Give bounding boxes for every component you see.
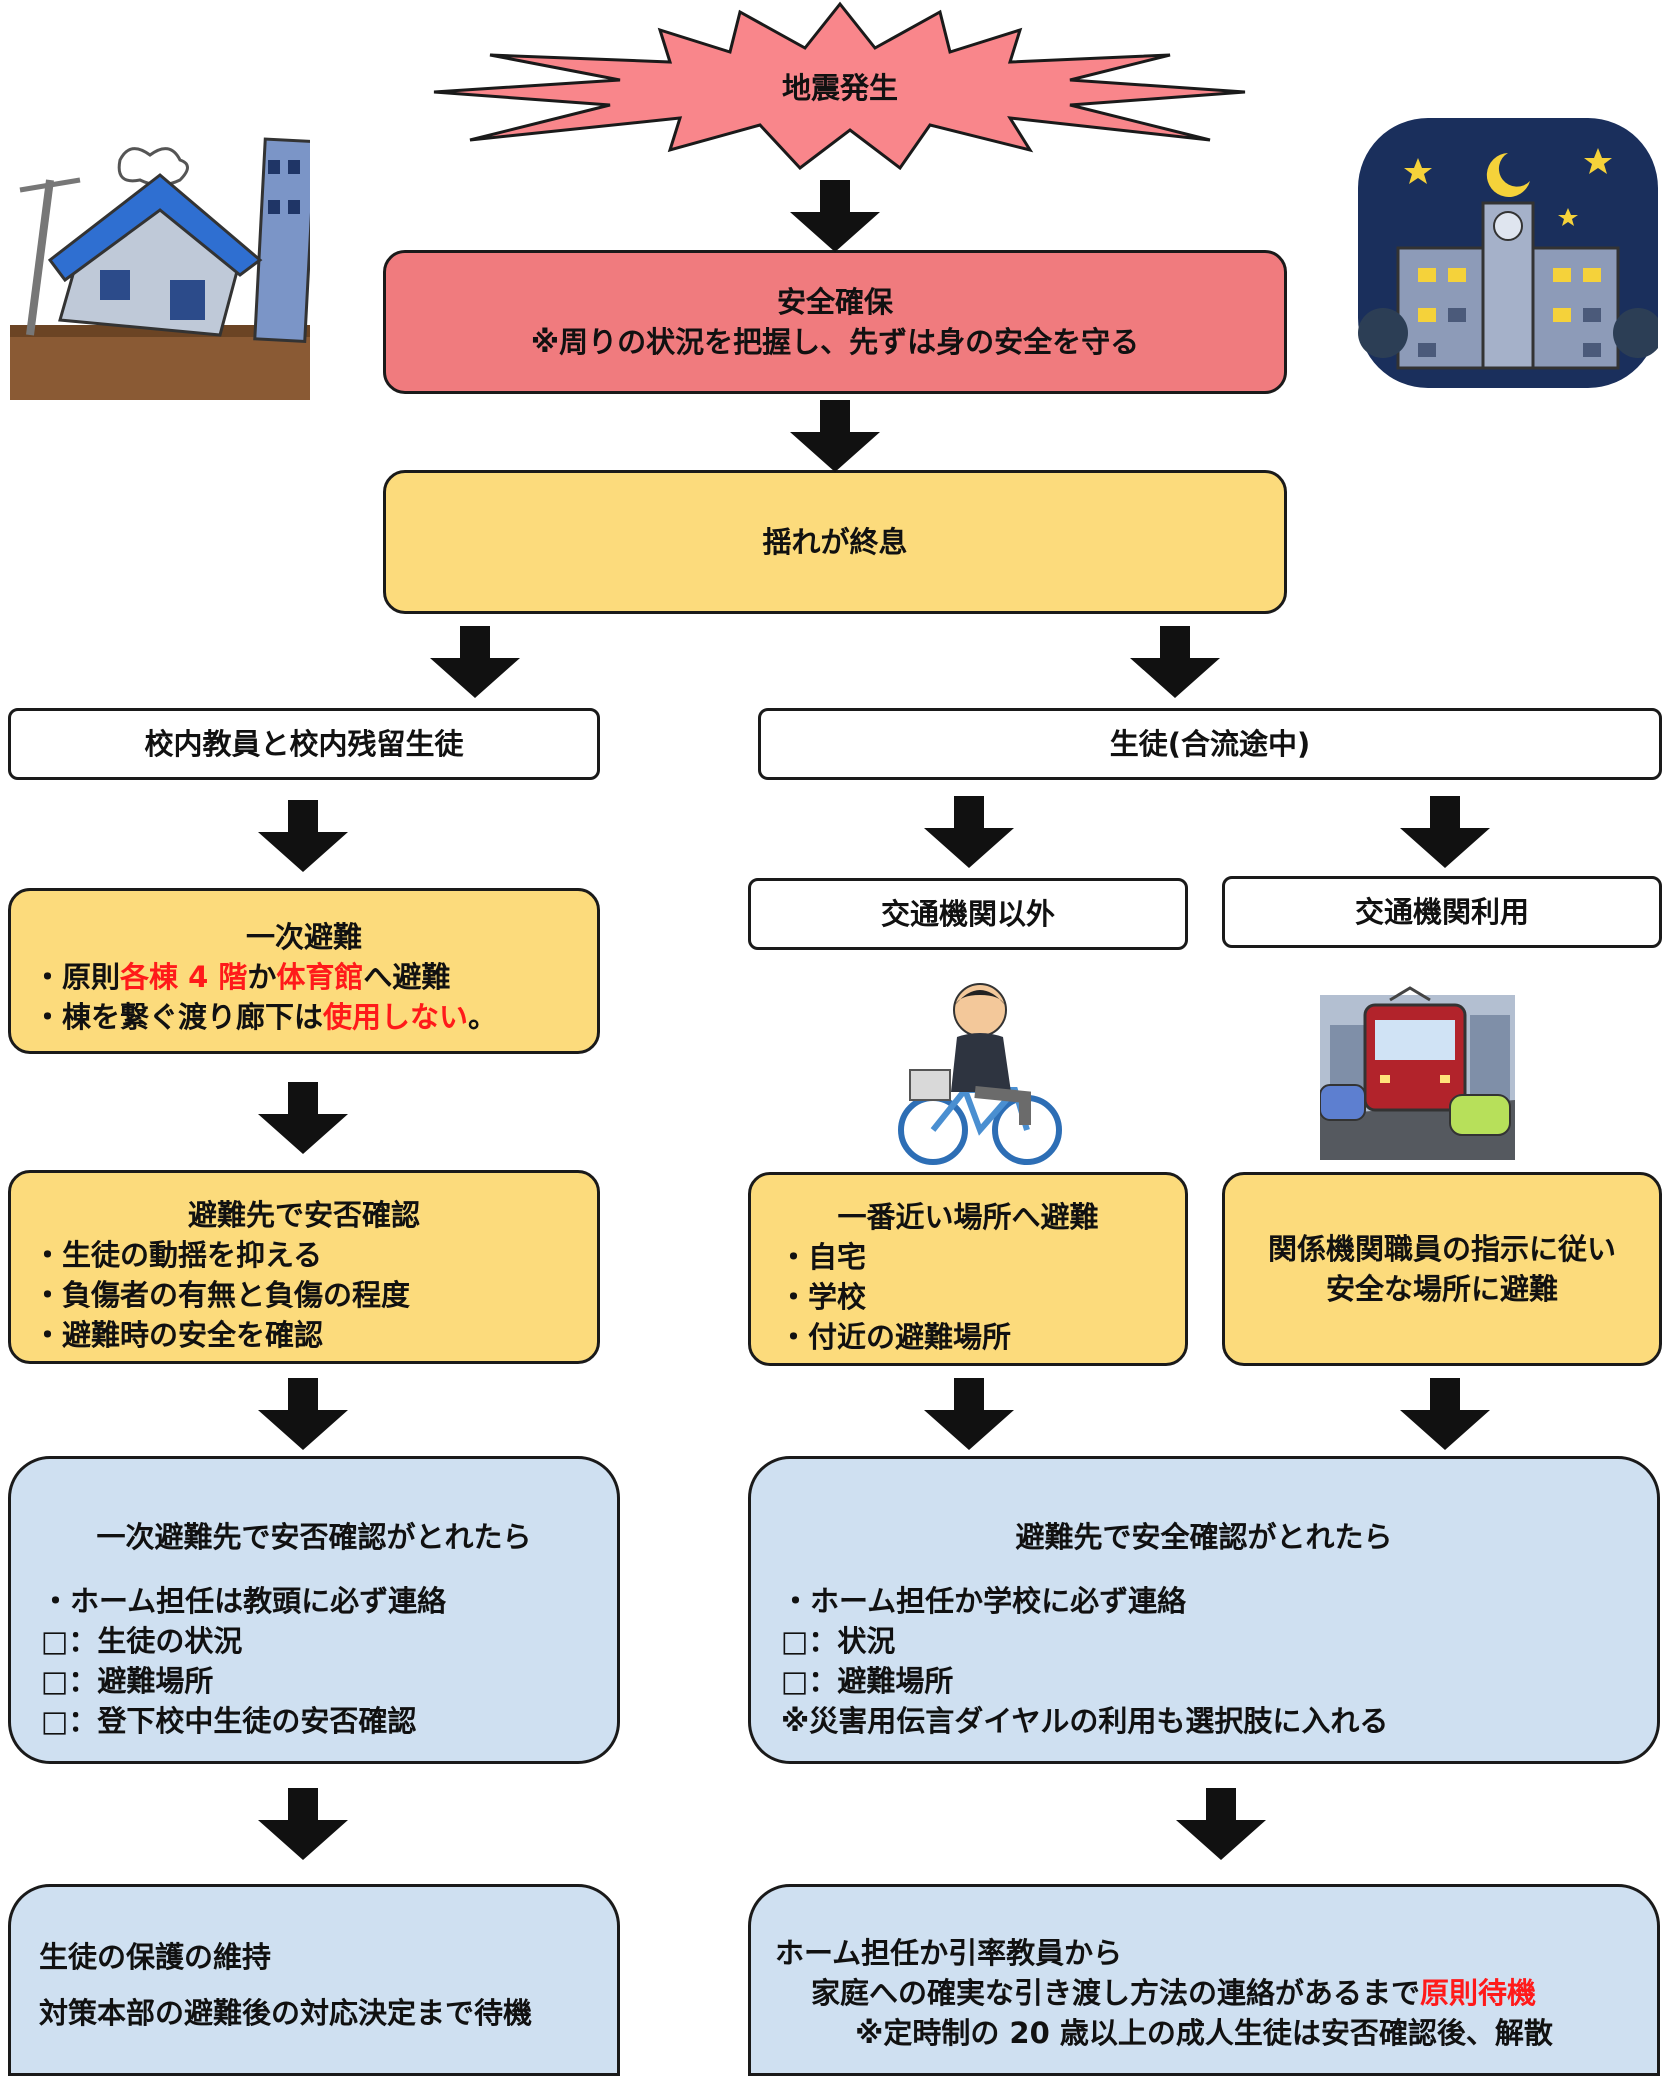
right-after-check-box: 避難先で安全確認がとれたら ・ホーム担任か学校に必ず連絡 □：状況 □：避難場所… bbox=[748, 1456, 1660, 1764]
list-item: ・負傷者の有無と負傷の程度 bbox=[33, 1278, 411, 1312]
down-arrow-icon bbox=[258, 1378, 348, 1450]
primary-evacuation-box: 一次避難 ・原則各棟 4 階か体育館へ避難 ・棟を繋ぐ渡り廊下は使用しない。 bbox=[8, 888, 600, 1054]
list-item: ※災害用伝言ダイヤルの利用も選択肢に入れる bbox=[781, 1704, 1389, 1738]
safety-title: 安全確保 bbox=[776, 285, 893, 319]
line1-prefix: ・原則 bbox=[33, 960, 121, 994]
right-final-line2: 家庭への確実な引き渡し方法の連絡があるまで原則待機 bbox=[811, 1973, 1536, 2013]
line1-highlight-gym: 体育館 bbox=[276, 960, 364, 994]
transit-instruction-line2: 安全な場所に避難 bbox=[1325, 1272, 1558, 1306]
list-item: ・生徒の動揺を抑える bbox=[33, 1238, 323, 1272]
list-item: □：避難場所 bbox=[781, 1664, 954, 1698]
line1-suffix: へ避難 bbox=[363, 960, 451, 994]
line1-connector: か bbox=[247, 960, 277, 994]
transit-header: 交通機関利用 bbox=[1222, 876, 1662, 948]
down-arrow-icon bbox=[258, 1788, 348, 1860]
safety-note: ※周りの状況を把握し、先ずは身の安全を守る bbox=[530, 325, 1140, 359]
primary-evacuation-line1: ・原則各棟 4 階か体育館へ避難 bbox=[33, 957, 450, 997]
safety-check-box: 避難先で安否確認 ・生徒の動揺を抑える ・負傷者の有無と負傷の程度 ・避難時の安… bbox=[8, 1170, 600, 1364]
right-final-line3: ※定時制の 20 歳以上の成人生徒は安否確認後、解散 bbox=[855, 2016, 1553, 2050]
right-final-box: ホーム担任か引率教員から 家庭への確実な引き渡し方法の連絡があるまで原則待機 ※… bbox=[748, 1884, 1660, 2076]
line2-prefix: ・棟を繋ぐ渡り廊下は bbox=[33, 1000, 324, 1034]
down-arrow-icon bbox=[1400, 1378, 1490, 1450]
primary-evacuation-title: 一次避難 bbox=[245, 920, 362, 954]
down-arrow-icon bbox=[790, 180, 880, 252]
list-item: ・避難時の安全を確認 bbox=[33, 1318, 324, 1352]
list-item: ・自宅 bbox=[779, 1240, 867, 1274]
left-after-check-title: 一次避難先で安否確認がとれたら bbox=[96, 1520, 532, 1554]
tram-illustration bbox=[1320, 986, 1515, 1160]
line2-highlight: 使用しない bbox=[323, 1000, 469, 1034]
safety-check-title: 避難先で安否確認 bbox=[187, 1198, 420, 1232]
right-final-highlight: 原則待機 bbox=[1420, 1976, 1537, 2010]
list-item: ・ホーム担任は教頭に必ず連絡 bbox=[41, 1584, 447, 1618]
left-after-check-box: 一次避難先で安否確認がとれたら ・ホーム担任は教頭に必ず連絡 □：生徒の状況 □… bbox=[8, 1456, 620, 1764]
list-item: ・学校 bbox=[779, 1280, 867, 1314]
down-arrow-icon bbox=[790, 400, 880, 472]
right-group-header: 生徒(合流途中) bbox=[758, 708, 1662, 780]
transit-instruction-line1: 関係機関職員の指示に従い bbox=[1267, 1232, 1616, 1266]
line2-suffix: 。 bbox=[468, 1000, 498, 1034]
down-arrow-icon bbox=[924, 1378, 1014, 1450]
nearest-evacuation-items: ・自宅 ・学校 ・付近の避難場所 bbox=[779, 1237, 1011, 1357]
down-arrow-icon bbox=[1130, 626, 1220, 698]
start-label: 地震発生 bbox=[781, 71, 898, 105]
right-after-check-title: 避難先で安全確認がとれたら bbox=[1015, 1520, 1393, 1554]
list-item: □：避難場所 bbox=[41, 1664, 214, 1698]
safety-box: 安全確保 ※周りの状況を把握し、先ずは身の安全を守る bbox=[383, 250, 1287, 394]
list-item: ・付近の避難場所 bbox=[779, 1320, 1012, 1354]
down-arrow-icon bbox=[924, 796, 1014, 868]
non-transit-header: 交通機関以外 bbox=[748, 878, 1188, 950]
shaking-end-box: 揺れが終息 bbox=[383, 470, 1287, 614]
left-final-box: 生徒の保護の維持 対策本部の避難後の対応決定まで待機 bbox=[8, 1884, 620, 2076]
list-item: ・ホーム担任か学校に必ず連絡 bbox=[781, 1584, 1187, 1618]
transit-instruction-box: 関係機関職員の指示に従い 安全な場所に避難 bbox=[1222, 1172, 1662, 1366]
safety-check-items: ・生徒の動揺を抑える ・負傷者の有無と負傷の程度 ・避難時の安全を確認 bbox=[33, 1235, 410, 1355]
earthquake-house-illustration bbox=[10, 137, 310, 400]
list-item: □：生徒の状況 bbox=[41, 1624, 243, 1658]
down-arrow-icon bbox=[258, 800, 348, 872]
shaking-end-label: 揺れが終息 bbox=[762, 525, 908, 559]
bicycle-student-illustration bbox=[898, 983, 1062, 1165]
down-arrow-icon bbox=[430, 626, 520, 698]
right-final-line2-text: 家庭への確実な引き渡し方法の連絡があるまで bbox=[811, 1976, 1421, 2010]
night-school-illustration bbox=[1358, 118, 1658, 388]
right-group-label: 生徒(合流途中) bbox=[1109, 727, 1311, 761]
left-final-line1: 生徒の保護の維持 bbox=[39, 1940, 272, 1974]
right-final-line1: ホーム担任か引率教員から bbox=[775, 1936, 1123, 1970]
down-arrow-icon bbox=[258, 1082, 348, 1154]
left-after-check-items: ・ホーム担任は教頭に必ず連絡 □：生徒の状況 □：避難場所 □：登下校中生徒の安… bbox=[41, 1581, 446, 1741]
down-arrow-icon bbox=[1400, 796, 1490, 868]
left-final-line2: 対策本部の避難後の対応決定まで待機 bbox=[39, 1996, 533, 2030]
left-group-header: 校内教員と校内残留生徒 bbox=[8, 708, 600, 780]
list-item: □：登下校中生徒の安否確認 bbox=[41, 1704, 417, 1738]
transit-label: 交通機関利用 bbox=[1354, 895, 1529, 929]
down-arrow-icon bbox=[1176, 1788, 1266, 1860]
non-transit-label: 交通機関以外 bbox=[880, 897, 1055, 931]
line1-highlight-floor: 各棟 4 階 bbox=[120, 960, 248, 994]
list-item: □：状況 bbox=[781, 1624, 896, 1658]
nearest-evacuation-box: 一番近い場所へ避難 ・自宅 ・学校 ・付近の避難場所 bbox=[748, 1172, 1188, 1366]
earthquake-burst-shape bbox=[433, 1, 1246, 170]
primary-evacuation-line2: ・棟を繋ぐ渡り廊下は使用しない。 bbox=[33, 997, 497, 1037]
right-after-check-items: ・ホーム担任か学校に必ず連絡 □：状況 □：避難場所 ※災害用伝言ダイヤルの利用… bbox=[781, 1581, 1388, 1741]
left-group-label: 校内教員と校内残留生徒 bbox=[144, 727, 464, 761]
nearest-evacuation-title: 一番近い場所へ避難 bbox=[837, 1200, 1099, 1234]
